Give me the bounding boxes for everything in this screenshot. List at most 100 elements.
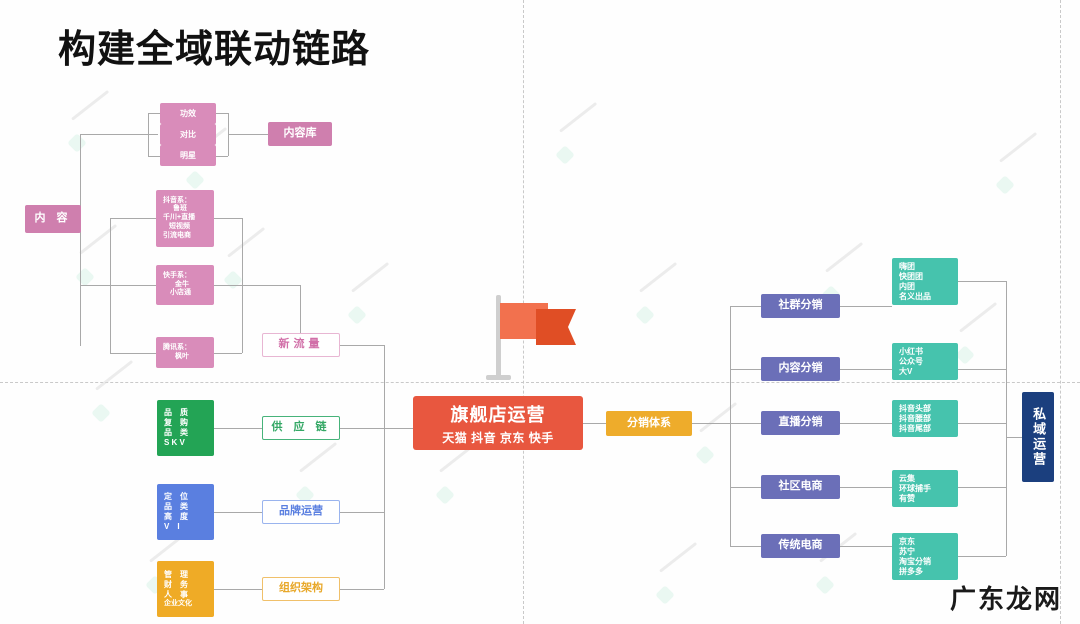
connector — [840, 369, 892, 370]
connector — [730, 306, 731, 546]
detail-community-ecommerce[interactable]: 云集 环球捕手 有赞 — [892, 470, 958, 507]
hero-line-1: 旗舰店运营 — [450, 404, 546, 425]
connector — [730, 487, 761, 488]
node-traffic-kuaishou[interactable]: 快手系： 金牛 小店通 — [156, 265, 214, 305]
connector — [958, 487, 1006, 488]
node-traditional-ecommerce[interactable]: 传统电商 — [761, 534, 840, 558]
connector — [340, 428, 413, 429]
connector — [840, 546, 892, 547]
detail-content-distribution[interactable]: 小红书 公众号 大V — [892, 343, 958, 380]
pillar-line: 管 理 — [164, 569, 188, 579]
connector — [148, 156, 161, 157]
detail-line: 苏宁 — [899, 546, 915, 556]
node-brand-ops-label[interactable]: 品牌运营 — [262, 500, 340, 524]
node-distribution-system[interactable]: 分销体系 — [606, 411, 692, 436]
pillar-line: 企业文化 — [164, 599, 192, 607]
traffic-line: 千川+直播 — [163, 214, 196, 222]
connector — [840, 423, 892, 424]
node-traffic-douyin[interactable]: 抖音系： 鲁班 千川+直播 短视频 引流电商 — [156, 190, 214, 247]
node-live-distribution[interactable]: 直播分销 — [761, 411, 840, 435]
pillar-line: 高 度 — [164, 512, 188, 521]
connector — [958, 556, 1006, 557]
connector — [958, 369, 1006, 370]
detail-line: 内团 — [899, 281, 915, 291]
traffic-line: 快手系： — [163, 271, 191, 279]
connector — [80, 134, 81, 219]
connector — [215, 113, 228, 114]
connector — [214, 428, 262, 429]
node-new-traffic[interactable]: 新流量 — [262, 333, 340, 357]
connector — [80, 219, 81, 346]
detail-line: 大V — [899, 366, 913, 376]
connector — [730, 306, 761, 307]
node-org-structure-attrs[interactable]: 管 理 财 务 人 事 企业文化 — [157, 561, 214, 617]
connector — [958, 423, 1006, 424]
node-content-distribution[interactable]: 内容分销 — [761, 357, 840, 381]
node-private-domain-ops-label: 私域运营 — [1031, 407, 1047, 467]
pillar-line: 财 务 — [164, 579, 188, 589]
connector — [692, 423, 730, 424]
connector — [384, 428, 385, 589]
node-content-celebrity[interactable]: 明星 — [160, 145, 216, 166]
connector — [213, 285, 300, 286]
pillar-line: 人 事 — [164, 589, 188, 599]
detail-line: 京东 — [899, 536, 915, 546]
connector — [80, 285, 110, 286]
detail-line: 公众号 — [899, 356, 923, 366]
node-content-compare[interactable]: 对比 — [160, 124, 216, 145]
connector — [340, 589, 384, 590]
node-brand-ops-attrs[interactable]: 定 位 品 类 高 度 V I — [157, 484, 214, 540]
connector — [110, 285, 156, 286]
node-community-distribution[interactable]: 社群分销 — [761, 294, 840, 318]
detail-traditional-ecommerce[interactable]: 京东 苏宁 淘宝分销 拼多多 — [892, 533, 958, 580]
connector — [110, 218, 156, 219]
traffic-line: 鲁班 — [173, 205, 187, 213]
connector — [1006, 437, 1022, 438]
connector — [840, 487, 892, 488]
connector — [80, 134, 158, 135]
node-org-structure-label[interactable]: 组织架构 — [262, 577, 340, 601]
detail-line: 抖音尾部 — [899, 423, 931, 433]
connector — [583, 423, 606, 424]
detail-line: 小红书 — [899, 346, 923, 356]
hero-line-2: 天猫 抖音 京东 快手 — [442, 430, 554, 445]
node-flagship-store-ops[interactable]: 旗舰店运营 天猫 抖音 京东 快手 — [413, 396, 583, 450]
connector — [730, 369, 761, 370]
node-content-root[interactable]: 内 容 — [25, 205, 81, 233]
connector — [340, 512, 384, 513]
page-title: 构建全域联动链路 — [58, 27, 371, 71]
detail-line: 拼多多 — [899, 566, 923, 576]
pillar-line: S K V — [164, 438, 185, 447]
node-content-library[interactable]: 内容库 — [268, 122, 332, 146]
detail-line: 淘宝分销 — [899, 556, 931, 566]
connector — [213, 353, 242, 354]
connector — [340, 345, 384, 346]
pillar-line: 品 类 — [164, 502, 188, 511]
connector — [958, 281, 1006, 282]
guide-line-horizontal — [0, 382, 1080, 383]
traffic-line: 金牛 — [175, 280, 189, 288]
watermark: 广东龙网 — [948, 584, 1062, 617]
node-supply-chain-attrs[interactable]: 品 质 复 购 品 类 S K V — [157, 400, 214, 456]
connector — [215, 156, 228, 157]
traffic-line: 腾讯系： — [163, 343, 191, 351]
connector — [214, 589, 262, 590]
detail-live-distribution[interactable]: 抖音头部 抖音腰部 抖音尾部 — [892, 400, 958, 437]
node-private-domain-ops[interactable]: 私域运营 — [1022, 392, 1054, 482]
pillar-line: 定 位 — [164, 492, 188, 501]
detail-line: 云集 — [899, 473, 915, 483]
traffic-line: 引流电商 — [163, 231, 191, 239]
detail-line: 快团团 — [899, 271, 923, 281]
flag-icon — [486, 295, 583, 385]
guide-line-vertical-right — [1060, 0, 1061, 624]
detail-community-distribution[interactable]: 嗨团 快团团 内团 名义出品 — [892, 258, 958, 305]
node-community-ecommerce[interactable]: 社区电商 — [761, 475, 840, 499]
node-traffic-tencent[interactable]: 腾讯系： 枫叶 — [156, 337, 214, 368]
connector — [110, 353, 156, 354]
connector — [840, 306, 892, 307]
node-content-efficacy[interactable]: 功效 — [160, 103, 216, 124]
connector — [148, 113, 149, 156]
traffic-line: 短视频 — [169, 222, 190, 230]
node-supply-chain-label[interactable]: 供 应 链 — [262, 416, 340, 440]
